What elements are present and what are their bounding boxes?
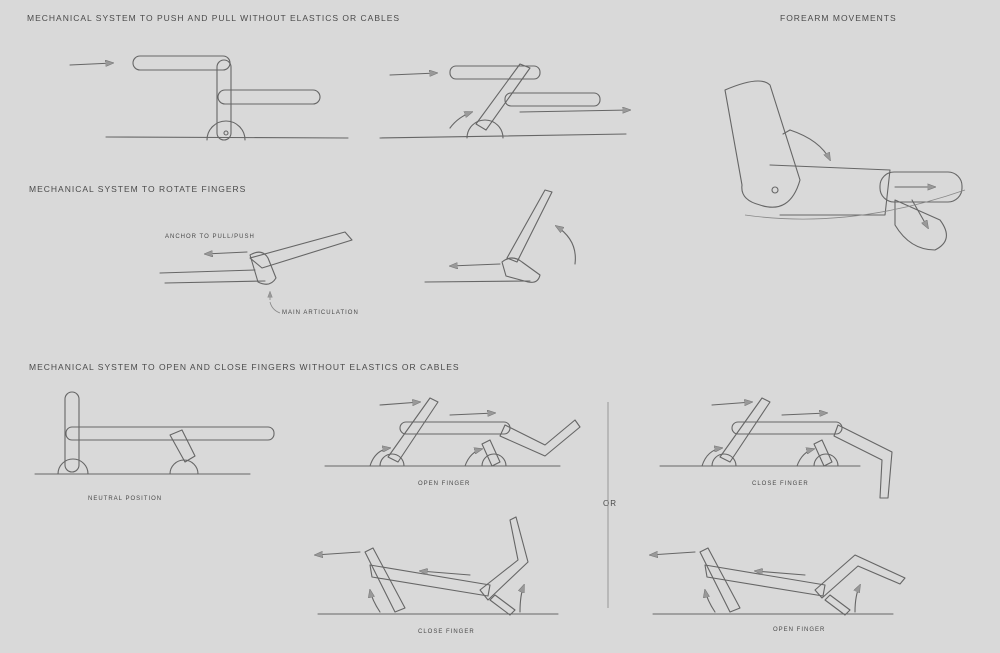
forearm-sketch	[724, 80, 966, 251]
label-close-finger-2: CLOSE FINGER	[418, 629, 475, 635]
label-anchor: ANCHOR TO PULL/PUSH	[165, 234, 255, 240]
heading-open-close: MECHANICAL SYSTEM TO OPEN AND CLOSE FING…	[29, 362, 460, 372]
heading-rotate: MECHANICAL SYSTEM TO ROTATE FINGERS	[29, 184, 247, 194]
open-finger-sketch-1	[324, 397, 581, 467]
close-finger-sketch-1	[659, 397, 893, 499]
label-main-articulation: MAIN ARTICULATION	[282, 310, 359, 316]
label-neutral: NEUTRAL POSITION	[88, 496, 163, 502]
push-pull-sketch-2	[379, 63, 630, 139]
neutral-sketch	[34, 391, 275, 475]
label-open-finger-1: OPEN FINGER	[418, 481, 471, 487]
label-or: OR	[603, 499, 617, 508]
heading-forearm: FOREARM MOVEMENTS	[780, 13, 897, 23]
open-finger-sketch-2	[650, 547, 906, 616]
heading-push-pull: MECHANICAL SYSTEM TO PUSH AND PULL WITHO…	[27, 13, 401, 23]
push-pull-sketch-1	[69, 55, 349, 141]
rotate-sketch-2	[424, 189, 576, 283]
close-finger-sketch-2	[315, 516, 559, 616]
rotate-sketch-1	[159, 231, 353, 314]
label-open-finger-2: OPEN FINGER	[773, 627, 826, 633]
label-close-finger-1: CLOSE FINGER	[752, 481, 809, 487]
